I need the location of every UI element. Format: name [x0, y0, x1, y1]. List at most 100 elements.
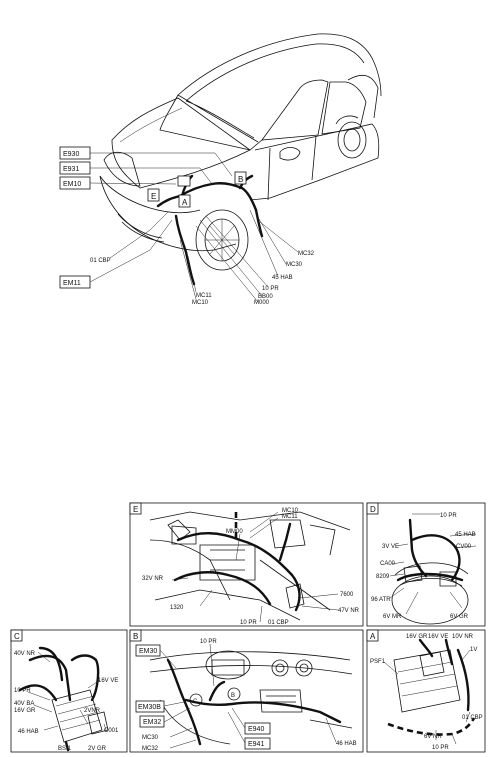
front-bumper	[99, 175, 237, 252]
panel-e-mm00: MM00	[226, 529, 243, 535]
car-roof	[177, 33, 382, 97]
panel-d-6vmr: 6V MR	[383, 614, 402, 620]
panel-c-bsi1: BSI1	[58, 746, 72, 752]
windshield	[159, 94, 259, 151]
panel-a-10pr: 10 PR	[432, 745, 449, 751]
panel-a-frame	[366, 629, 486, 753]
panel-b-mc30: MC30	[142, 735, 159, 741]
callout-01cbp: 01 CBP	[90, 258, 111, 264]
panel-e-mc11: MC11	[282, 514, 298, 520]
side-window-front	[261, 79, 329, 141]
panel-e-mc10: MC10	[282, 508, 299, 514]
panel-c-40vba: 40V BA	[14, 701, 34, 707]
zone-b-letter: B	[238, 175, 243, 184]
callout-mc10: MC10	[192, 300, 209, 306]
panel-e-10pr: 10 PR	[240, 620, 257, 626]
panel-d-96atr: 96 ATR	[371, 597, 391, 603]
panel-c-16vgr: 16V GR	[14, 708, 36, 714]
callout-45hab: 45 HAB	[272, 275, 293, 281]
panel-b-marker-c: C	[193, 699, 198, 705]
callout-mc32: MC32	[298, 251, 315, 257]
panel-c-2vgr: 2V GR	[88, 746, 107, 752]
label-em32: EM32	[143, 719, 161, 726]
label-e940: E940	[248, 726, 264, 733]
panel-a-10vnr: 10V NR	[452, 634, 474, 640]
panel-a: A 16V GR 16V VE 10V NR 1V PSF1 01 CBP 6V…	[366, 629, 486, 753]
rear-quarter	[347, 74, 379, 119]
panel-a-01cbp: 01 CBP	[462, 715, 483, 721]
headlight	[103, 151, 141, 187]
label-em11: EM11	[63, 280, 81, 287]
main-car-view: E A B E930 E931 EM10 EM11 01 CBP MC11 MC…	[59, 33, 382, 306]
zone-a-letter: A	[182, 198, 188, 207]
callout-m000: M000	[254, 300, 270, 306]
zone-a-marker	[178, 194, 191, 208]
callout-mc30: MC30	[286, 262, 303, 268]
panel-c-16vve: 16V VE	[98, 678, 118, 684]
callout-bb00: BB00	[258, 294, 273, 300]
panel-b: B C B EM30 EM30B EM32 E940 E941 10 PR MC…	[129, 629, 364, 753]
label-e941: E941	[248, 741, 264, 748]
panel-a-16vgr: 16V GR	[406, 634, 428, 640]
panel-e-01cbp: 01 CBP	[268, 620, 289, 626]
panel-e-letter: E	[133, 505, 138, 514]
panel-a-16vve: 16V VE	[428, 634, 448, 640]
panel-a-letter: A	[370, 632, 376, 641]
box-e940	[244, 722, 271, 735]
panel-d-10pr: 10 PR	[440, 513, 457, 519]
panel-e-frame	[129, 502, 364, 627]
panel-b-marker-b: B	[231, 693, 235, 699]
panel-b-46hab: 46 HAB	[336, 741, 357, 747]
door-line	[267, 135, 317, 201]
panel-c: C 40V NR 16V VE 10 PR 40V BA 16V GR 2VNR…	[10, 629, 128, 753]
rear-wheel	[337, 121, 367, 159]
callout-mc11: MC11	[196, 293, 212, 299]
front-wheel	[195, 209, 249, 271]
panel-e-32vnr: 32V NR	[142, 576, 164, 582]
panel-d-frame	[366, 502, 486, 627]
label-em30: EM30	[139, 648, 157, 655]
car-side	[249, 123, 380, 201]
panel-e-47vnr: 47V NR	[338, 608, 360, 614]
side-window-rear	[321, 81, 367, 135]
label-e930: E930	[63, 151, 79, 158]
box-em30	[135, 644, 161, 657]
panel-d-cv00: CV00	[456, 544, 472, 550]
panel-d-letter: D	[370, 505, 376, 514]
label-em30b: EM30B	[138, 704, 161, 711]
panel-b-letter: B	[133, 632, 138, 641]
hood	[111, 97, 251, 189]
panel-d-8209: 8209	[376, 574, 390, 580]
panel-d-6vgr: 6V GR	[450, 614, 469, 620]
panel-a-1v: 1V	[470, 647, 477, 653]
panel-d-45hab: 45 HAB	[455, 532, 476, 538]
panel-b-mc32: MC32	[142, 746, 159, 752]
mirror	[279, 147, 301, 161]
panel-d: D 10 PR 3V VE 45 HAB CV00 CA00 8209 96 A…	[366, 502, 486, 627]
grille	[117, 213, 165, 243]
panel-c-c001: C001	[104, 728, 119, 734]
label-em10: EM10	[63, 181, 81, 188]
zone-e-letter: E	[151, 192, 156, 201]
box-e941	[244, 737, 271, 750]
box-em30b	[135, 700, 165, 713]
panel-d-ca00: CA00	[380, 561, 396, 567]
callout-10pr: 10 PR	[262, 286, 279, 292]
car-roof-inner	[185, 43, 365, 102]
panel-e: E MC10 MC11 MM00 32V NR 1320 7600 47V NR…	[129, 502, 364, 627]
panel-e-7600: 7600	[340, 592, 354, 598]
label-e931: E931	[63, 166, 79, 173]
panel-c-10pr: 10 PR	[14, 688, 31, 694]
panel-a-6vnr: 6V NR	[424, 734, 442, 740]
panel-c-40vnr: 40V NR	[14, 651, 36, 657]
box-em32	[139, 715, 165, 728]
zone-b-marker	[234, 171, 247, 185]
zone-e-marker	[147, 188, 160, 202]
panel-c-letter: C	[14, 632, 20, 641]
panel-a-psf1: PSF1	[370, 659, 386, 665]
panel-c-2vnr: 2VNR	[84, 708, 101, 714]
panel-e-1320: 1320	[170, 605, 184, 611]
panel-d-3vve: 3V VE	[382, 544, 399, 550]
panel-b-10pr: 10 PR	[200, 639, 217, 645]
